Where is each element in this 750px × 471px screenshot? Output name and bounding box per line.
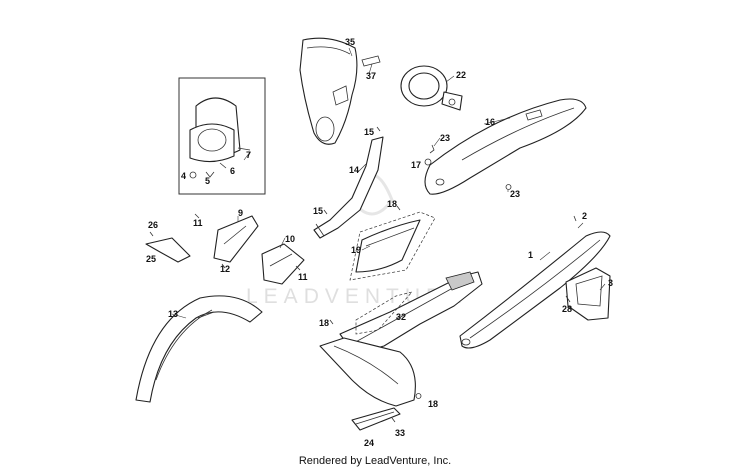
callout-11-b: 11 <box>298 272 308 282</box>
callout-18-c: 18 <box>428 399 438 409</box>
callout-25: 25 <box>146 254 156 264</box>
part-22-headlight-ring <box>400 65 463 111</box>
part-3-bracket <box>565 267 611 321</box>
part-6-screw <box>219 162 227 169</box>
callout-5: 5 <box>205 176 210 186</box>
part-33-screw <box>391 417 396 423</box>
headlight-assembly-box <box>178 77 266 195</box>
callout-35: 35 <box>345 37 355 47</box>
callout-18-a: 18 <box>387 199 397 209</box>
callout-28: 28 <box>562 304 572 314</box>
callout-2: 2 <box>582 211 587 221</box>
part-18-clip-a <box>396 205 401 211</box>
callout-10: 10 <box>285 234 295 244</box>
callout-16: 16 <box>485 117 495 127</box>
callout-11-a: 11 <box>193 218 203 228</box>
part-25-bracket <box>145 237 191 263</box>
part-2-bolt <box>573 215 577 222</box>
callout-3: 3 <box>608 278 613 288</box>
part-13-front-fender <box>135 295 263 403</box>
part-12-screw <box>221 263 226 269</box>
part-17-bolt <box>424 158 432 166</box>
callout-22: 22 <box>456 70 466 80</box>
callout-37: 37 <box>366 71 376 81</box>
callout-4: 4 <box>181 171 186 181</box>
callouts: 35 37 22 16 23 17 23 15 14 15 18 19 7 6 … <box>146 37 613 448</box>
callout-32: 32 <box>396 312 406 322</box>
watermark-text: LEADVENTURE <box>246 285 467 308</box>
part-35-windscreen <box>299 37 358 145</box>
callout-33: 33 <box>395 428 405 438</box>
callout-13: 13 <box>168 309 178 319</box>
part-4-grommet <box>189 171 197 179</box>
part-15-screw-a <box>376 126 381 132</box>
part-26-screw <box>149 231 154 237</box>
part-23-nut-a <box>429 144 435 154</box>
part-24-mudflap <box>351 407 401 431</box>
side-cover <box>319 337 416 407</box>
callout-23-b: 23 <box>510 189 520 199</box>
callout-18-b: 18 <box>319 318 329 328</box>
part-18-clip-b <box>329 319 334 325</box>
callout-17: 17 <box>411 160 421 170</box>
part-9-shroud <box>213 215 259 263</box>
callout-6: 6 <box>230 166 235 176</box>
part-7-headlight-cowl <box>189 97 251 163</box>
callout-24: 24 <box>364 438 374 448</box>
callout-9: 9 <box>238 208 243 218</box>
part-28-screw <box>565 295 571 303</box>
part-23-nut-b <box>505 184 512 190</box>
callout-12: 12 <box>220 264 230 274</box>
footer-credit: Rendered by LeadVenture, Inc. <box>298 455 452 467</box>
callout-14: 14 <box>349 165 359 175</box>
part-5-bolt <box>205 171 215 178</box>
callout-15-b: 15 <box>313 206 323 216</box>
leader-lines <box>171 47 606 319</box>
part-10-shroud <box>261 243 305 285</box>
part-19-cover <box>349 211 436 281</box>
callout-15-a: 15 <box>364 127 374 137</box>
callout-23-a: 23 <box>440 133 450 143</box>
part-18-bolt-c <box>415 393 422 399</box>
callout-26: 26 <box>148 220 158 230</box>
part-14-side-panel <box>313 136 384 239</box>
callout-19: 19 <box>351 245 361 255</box>
part-11-bolt-a <box>194 213 200 219</box>
part-15-screw-b <box>323 209 328 215</box>
part-37-clip <box>361 55 381 67</box>
part-16-rear-fender <box>424 98 587 195</box>
part-1-fender <box>459 231 611 349</box>
callout-1: 1 <box>528 250 533 260</box>
callout-7: 7 <box>246 150 251 160</box>
part-11-bolt-b <box>295 265 301 271</box>
